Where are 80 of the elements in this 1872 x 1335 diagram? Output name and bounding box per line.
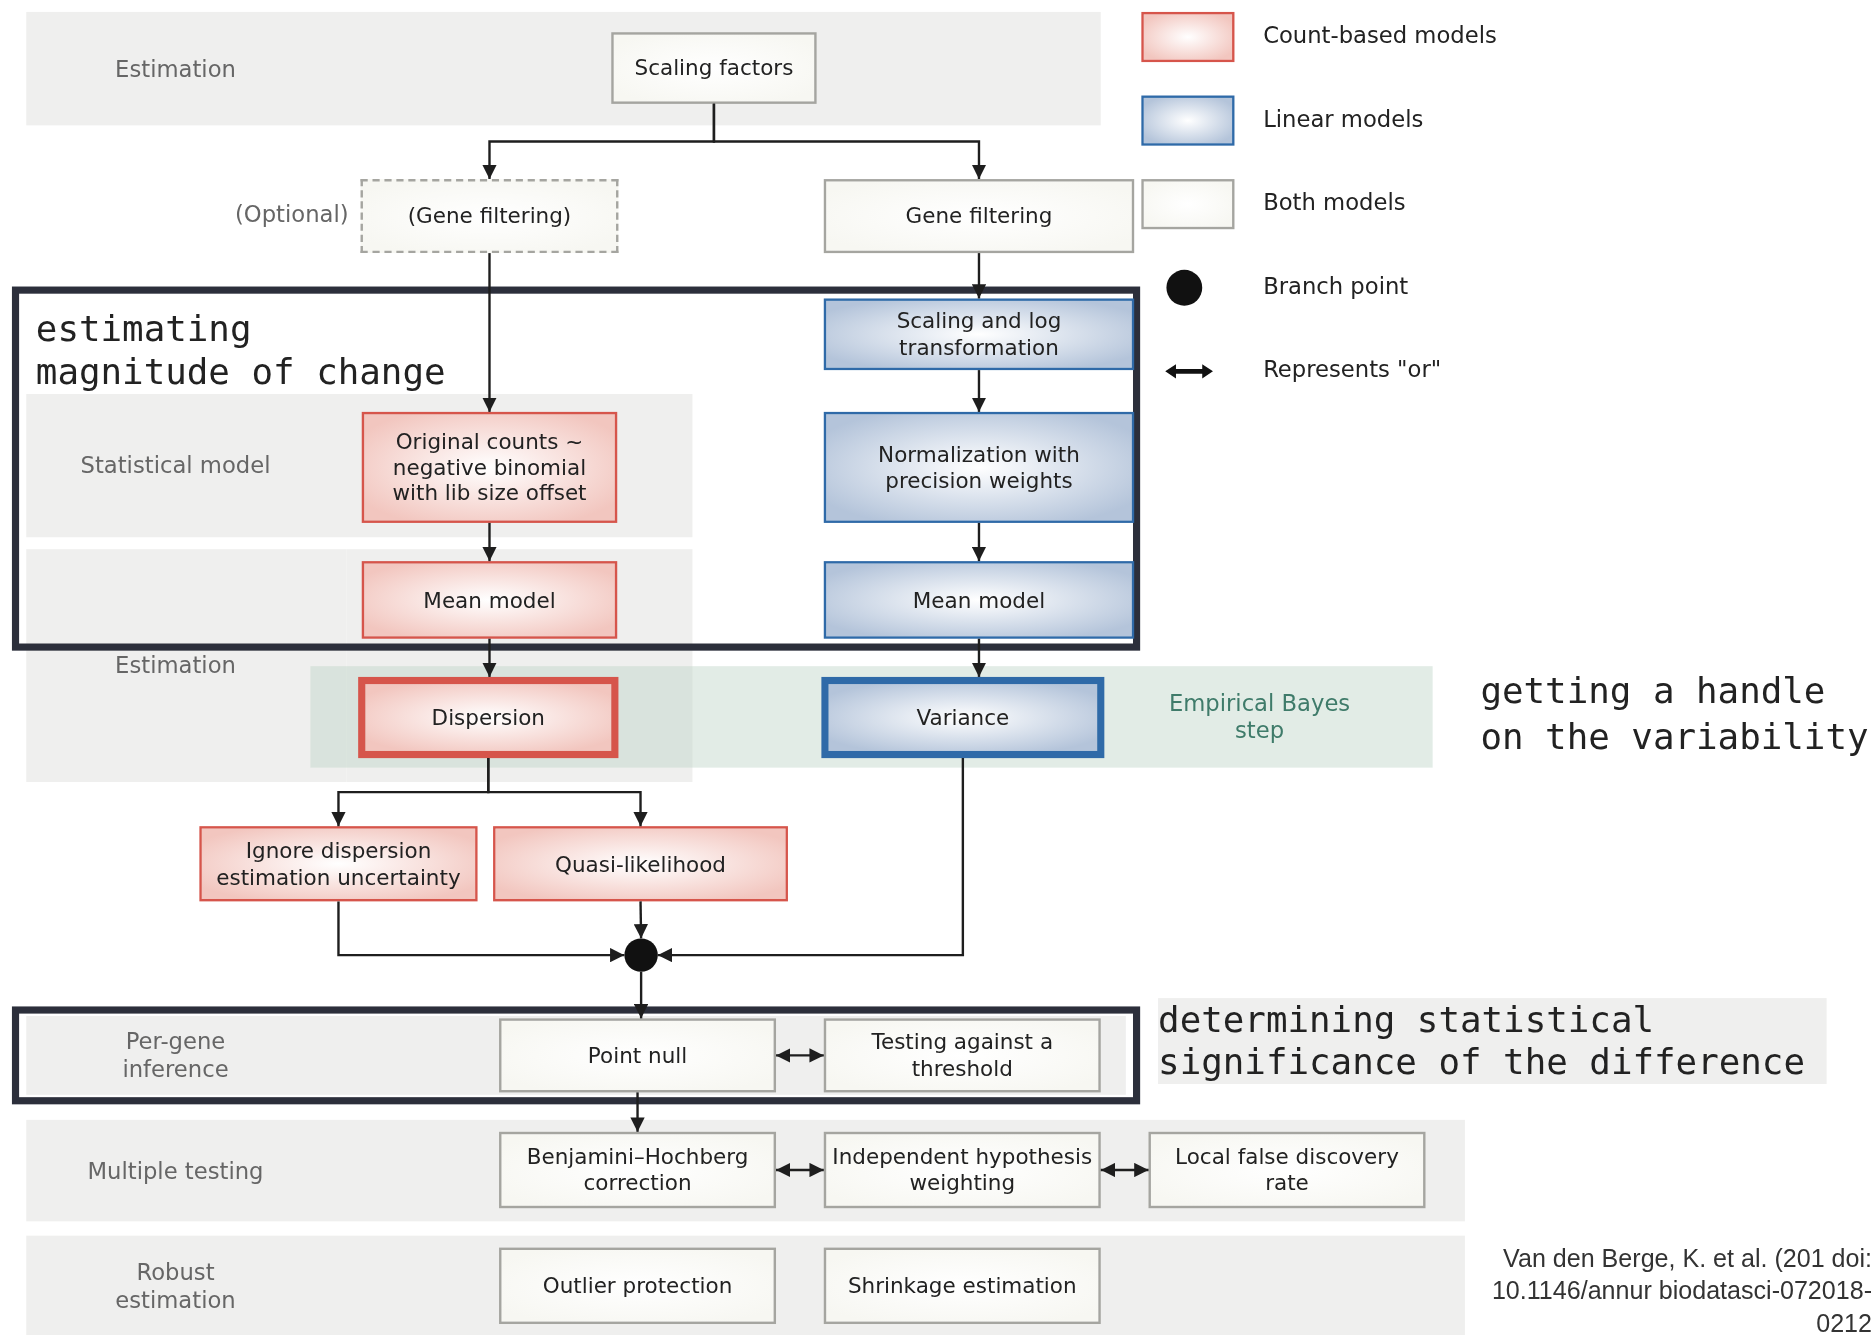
box-text: Scaling and log transformation xyxy=(895,308,1063,361)
highlighted-box xyxy=(358,676,619,759)
box-text: Independent hypothesis weighting xyxy=(831,1144,1094,1196)
arrow xyxy=(971,253,987,299)
box-text: Local false discovery rate xyxy=(1174,1144,1400,1196)
box-text: Dispersion xyxy=(431,704,545,731)
row-band xyxy=(26,11,1101,126)
arrow xyxy=(482,253,497,412)
box-text: Ignore dispersion estimation uncertainty xyxy=(215,838,462,890)
process-box xyxy=(823,561,1135,639)
row-band xyxy=(26,1119,1465,1222)
row-label: Per-gene inference xyxy=(121,1027,230,1084)
box-text: Point null xyxy=(587,1042,688,1069)
process-box xyxy=(1148,1131,1426,1209)
arrow xyxy=(337,901,625,963)
annotation-text: estimating magnitude of change xyxy=(35,308,447,394)
process-box xyxy=(199,826,478,902)
legend-text: Represents "or" xyxy=(1263,355,1442,383)
box-text: Mean model xyxy=(912,587,1046,613)
step-label: Empirical Bayes step xyxy=(1167,688,1352,746)
process-box xyxy=(823,179,1135,254)
arrow xyxy=(630,1092,645,1132)
annotation-text: getting a handle on the variability xyxy=(1480,668,1870,759)
box-text: Normalization with precision weights xyxy=(877,441,1081,494)
process-box xyxy=(361,411,618,523)
legend-text: Count-based models xyxy=(1263,21,1497,48)
box-text: Mean model xyxy=(423,587,556,613)
row-band xyxy=(26,1235,1465,1335)
process-box xyxy=(823,1247,1101,1324)
arrow xyxy=(971,638,987,677)
process-box xyxy=(823,298,1135,371)
row-band xyxy=(26,394,693,538)
citation-text: Van den Berge, K. et al. (201 doi: 10.1146/annur biodatasci-072018-0212 xyxy=(1490,1243,1872,1335)
process-box xyxy=(823,1018,1101,1093)
row-label: Estimation xyxy=(114,651,237,681)
arrow xyxy=(712,103,987,180)
arrow xyxy=(482,522,497,562)
process-box xyxy=(360,179,619,254)
row-label: Robust estimation xyxy=(114,1258,237,1315)
annotation-text: determining statistical significance of the difference xyxy=(1158,998,1827,1085)
process-box xyxy=(361,561,618,639)
row-label: Estimation xyxy=(114,54,237,83)
arrow xyxy=(482,638,497,677)
arrow xyxy=(776,1162,824,1178)
branch-point xyxy=(624,938,658,972)
box-text: Outlier protection xyxy=(542,1272,733,1299)
box-text: Testing against a threshold xyxy=(870,1029,1055,1082)
box-text: Gene filtering xyxy=(905,203,1053,229)
arrow xyxy=(776,1048,824,1063)
process-box xyxy=(823,1131,1101,1209)
box-text: Shrinkage estimation xyxy=(847,1272,1077,1299)
arrow xyxy=(487,758,648,827)
arrow xyxy=(657,758,965,963)
box-text: Quasi-likelihood xyxy=(555,850,726,877)
side-label: (Optional) xyxy=(234,200,349,227)
box-text: Benjamini–Hochberg correction xyxy=(525,1144,750,1196)
process-box xyxy=(499,1131,776,1209)
legend-text: Both models xyxy=(1263,188,1406,215)
box-text: (Gene filtering) xyxy=(407,203,572,229)
box-text: Scaling factors xyxy=(634,55,794,81)
row-label: Statistical model xyxy=(79,451,272,480)
row-label: Multiple testing xyxy=(86,1156,265,1185)
process-box xyxy=(611,32,817,104)
arrow xyxy=(633,901,649,939)
process-box xyxy=(499,1247,776,1324)
row-band xyxy=(26,549,347,782)
process-box xyxy=(823,411,1135,523)
legend-text: Branch point xyxy=(1263,272,1409,299)
row-band xyxy=(26,1016,1126,1095)
arrow xyxy=(1100,1162,1149,1178)
step-band xyxy=(310,666,1433,768)
legend-text: Linear models xyxy=(1263,105,1424,132)
process-box xyxy=(499,1018,776,1093)
box-text: Variance xyxy=(916,704,1010,731)
box-text: Original counts ~ negative binomial with lib size offset xyxy=(391,428,588,507)
highlighted-box xyxy=(821,676,1105,759)
arrow xyxy=(633,971,649,1019)
arrow xyxy=(971,522,987,562)
process-box xyxy=(493,826,788,902)
arrow xyxy=(971,370,987,412)
